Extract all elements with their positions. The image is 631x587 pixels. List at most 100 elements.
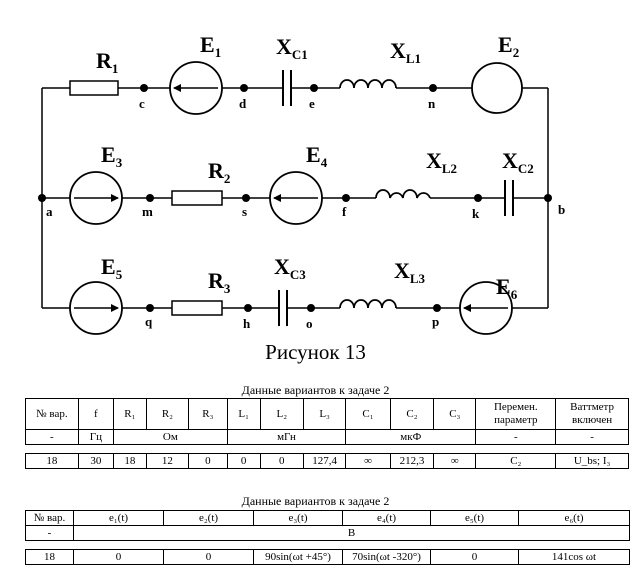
label-e2: E2 bbox=[498, 32, 519, 60]
table2-data-row: 18 0 0 90sin(ωt +45°) 70sin(ωt -320°) 0 … bbox=[25, 549, 630, 565]
node-label-m: m bbox=[142, 204, 153, 219]
table1-data-cell: ∞ bbox=[345, 453, 391, 469]
label-xc1: XC1 bbox=[276, 34, 308, 62]
table1-unit-cell: - bbox=[25, 429, 79, 445]
label-e4: E4 bbox=[306, 142, 328, 170]
label-e5: E5 bbox=[101, 254, 123, 282]
table2-unit-cell: - bbox=[25, 525, 74, 541]
node-label-b: b bbox=[558, 202, 565, 217]
source-e5 bbox=[69, 281, 123, 335]
capacitor-xc3 bbox=[278, 290, 288, 326]
table1-header-cell: C₃ bbox=[433, 398, 477, 430]
node-label-p: p bbox=[432, 314, 439, 329]
inductor-xl3 bbox=[339, 299, 397, 309]
source-e1 bbox=[169, 61, 223, 115]
table1-data-cell: 12 bbox=[145, 453, 190, 469]
node-label-k: k bbox=[472, 206, 480, 221]
table1-data-row: 18 30 18 12 0 0 0 127,4 ∞ 212,3 ∞ C₂ U_b… bbox=[25, 453, 629, 469]
table1-data-cell: C₂ bbox=[475, 453, 557, 469]
table1-unit-cell: Ом bbox=[112, 429, 228, 445]
label-r1: R1 bbox=[96, 48, 118, 76]
table1-header-cell: C₂ bbox=[389, 398, 435, 430]
table1-header-cell: L₁ bbox=[226, 398, 261, 430]
label-xc3: XC3 bbox=[274, 254, 306, 282]
table2-data-cell: 0 bbox=[430, 549, 519, 565]
node-label-o: o bbox=[306, 316, 313, 331]
table2-data-cell: 70sin(ωt -320°) bbox=[342, 549, 431, 565]
table2-header-cell: e₁(t) bbox=[73, 510, 164, 526]
label-r3: R3 bbox=[208, 268, 231, 296]
table2-header-cell: e₂(t) bbox=[163, 510, 254, 526]
table2-header-row: № вар. e₁(t) e₂(t) e₃(t) e₄(t) e₅(t) e₆(… bbox=[25, 510, 630, 526]
node-label-n: n bbox=[428, 96, 436, 111]
label-r2: R2 bbox=[208, 158, 230, 186]
circuit-diagram: c d e n a m s f k b q h o p R1 E1 XC1 XL… bbox=[38, 32, 565, 335]
table1-header-cell: R₁ bbox=[112, 398, 147, 430]
table1-header-cell: L₂ bbox=[259, 398, 304, 430]
table1-data-cell: ∞ bbox=[433, 453, 477, 469]
resistor-r3 bbox=[171, 300, 223, 316]
table1-units-row: - Гц Ом мГн мкФ - - bbox=[25, 429, 629, 445]
table2-header-cell: e₃(t) bbox=[253, 510, 343, 526]
table2-data-cell: 18 bbox=[25, 549, 74, 565]
resistor-r2 bbox=[171, 190, 223, 206]
label-xl1: XL1 bbox=[390, 38, 421, 66]
table2-header-cell: № вар. bbox=[25, 510, 74, 526]
label-e3: E3 bbox=[101, 142, 123, 170]
table1-unit-cell: - bbox=[475, 429, 557, 445]
table1-header-cell: f bbox=[77, 398, 114, 430]
label-xl2: XL2 bbox=[426, 148, 457, 176]
capacitor-xc1 bbox=[282, 70, 292, 106]
table-variant-params: № вар. f R₁ R₂ R₃ L₁ L₂ L₃ C₁ C₂ C₃ Пере… bbox=[25, 398, 629, 469]
table2-data-cell: 0 bbox=[73, 549, 164, 565]
source-e3 bbox=[69, 171, 123, 225]
node-label-f: f bbox=[342, 204, 347, 219]
node-label-q: q bbox=[145, 314, 153, 329]
table1-data-cell: 18 bbox=[112, 453, 147, 469]
table1-data-cell: 0 bbox=[188, 453, 228, 469]
capacitor-xc2 bbox=[504, 180, 514, 216]
inductor-xl2 bbox=[375, 189, 431, 199]
source-e6 bbox=[459, 281, 513, 335]
table1-data-cell: 127,4 bbox=[302, 453, 347, 469]
source-e2 bbox=[471, 62, 523, 114]
source-e4 bbox=[269, 171, 323, 225]
label-xl3: XL3 bbox=[394, 258, 426, 286]
table2-data-cell: 141cos ωt bbox=[518, 549, 630, 565]
label-xc2: XC2 bbox=[502, 148, 534, 176]
node-label-a: a bbox=[46, 204, 53, 219]
label-e6: E6 bbox=[496, 274, 518, 302]
table1-header-cell: Перемен. параметр bbox=[475, 398, 557, 430]
table1-data-cell: U_bs; I₃ bbox=[555, 453, 629, 469]
node-label-d: d bbox=[239, 96, 247, 111]
table2-data-cell: 90sin(ωt +45°) bbox=[253, 549, 343, 565]
table1-header-row: № вар. f R₁ R₂ R₃ L₁ L₂ L₃ C₁ C₂ C₃ Пере… bbox=[25, 398, 629, 430]
table1-data-cell: 18 bbox=[25, 453, 79, 469]
table1-unit-cell: мГн bbox=[226, 429, 347, 445]
table1-data-cell: 0 bbox=[226, 453, 261, 469]
table1-data-cell: 0 bbox=[259, 453, 304, 469]
table1-caption: Данные вариантов к задаче 2 bbox=[241, 383, 390, 397]
table2-unit-cell: В bbox=[73, 525, 630, 541]
table1-header-cell: R₂ bbox=[145, 398, 190, 430]
table1-header-cell: Ваттметр включен bbox=[555, 398, 629, 430]
inductor-xl1 bbox=[339, 79, 397, 89]
table1-data-cell: 30 bbox=[77, 453, 114, 469]
node-dots bbox=[38, 84, 552, 312]
table1-data-cell: 212,3 bbox=[389, 453, 435, 469]
node-label-s: s bbox=[242, 204, 247, 219]
table1-unit-cell: мкФ bbox=[345, 429, 477, 445]
table1-header-cell: L₃ bbox=[302, 398, 347, 430]
table1-header-cell: R₃ bbox=[188, 398, 228, 430]
figure-caption: Рисунок 13 bbox=[265, 340, 366, 364]
label-e1: E1 bbox=[200, 32, 221, 60]
node-label-c: c bbox=[139, 96, 145, 111]
table1-header-cell: C₁ bbox=[345, 398, 391, 430]
table2-header-cell: e₅(t) bbox=[430, 510, 519, 526]
table1-unit-cell: Гц bbox=[77, 429, 114, 445]
table1-unit-cell: - bbox=[555, 429, 629, 445]
node-label-h: h bbox=[243, 316, 251, 331]
table2-caption: Данные вариантов к задаче 2 bbox=[241, 494, 390, 508]
table2-header-cell: e₆(t) bbox=[518, 510, 630, 526]
table-variant-emf: № вар. e₁(t) e₂(t) e₃(t) e₄(t) e₅(t) e₆(… bbox=[25, 510, 630, 565]
